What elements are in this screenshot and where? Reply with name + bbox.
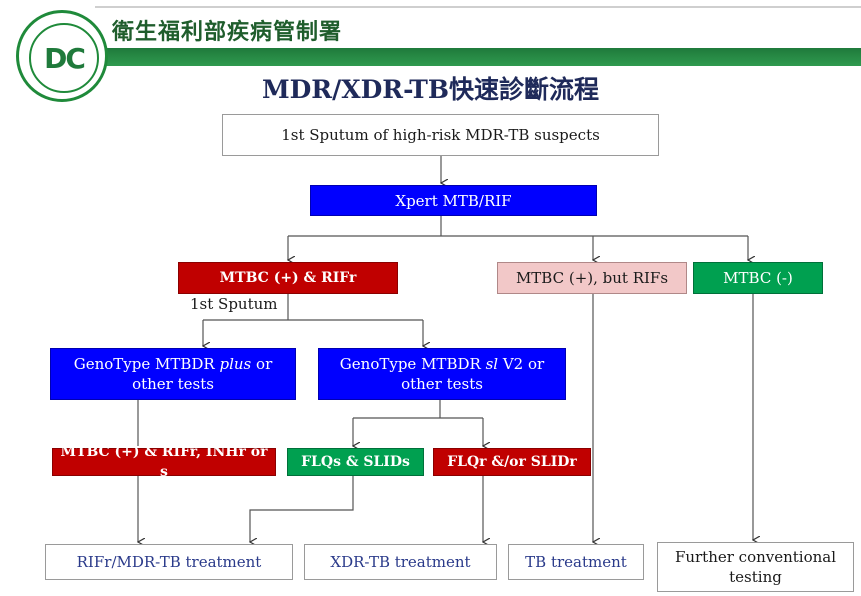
node-mdr-treatment: RIFr/MDR-TB treatment xyxy=(45,544,293,580)
node-genotype-plus-line2: other tests xyxy=(132,375,214,393)
node-further-line1: Further conventional xyxy=(674,548,837,566)
page-title: MDR/XDR-TB快速診斷流程 xyxy=(261,75,600,104)
node-flq-slid-resistant: FLQr &/or SLIDr xyxy=(433,448,591,476)
node-sputum-label: 1st Sputum of high-risk MDR-TB suspects xyxy=(281,126,600,144)
node-mtbc-rif-resistant: MTBC (+) & RIFr xyxy=(178,262,398,294)
header-green-bar xyxy=(95,48,861,66)
node-genotype-plus: GenoType MTBDR plus or other tests xyxy=(50,348,296,400)
node-genotype-plus-line1: GenoType MTBDR plus or xyxy=(74,354,273,374)
genotype-sl-text-b: V2 or xyxy=(502,355,545,373)
node-xpert: Xpert MTB/RIF xyxy=(310,185,597,216)
node-mtbc-negative-label: MTBC (-) xyxy=(723,269,793,287)
node-mtbc-rif-inh-label: MTBC (+) & RIFr, INHr or s xyxy=(60,444,268,480)
genotype-plus-text-a: GenoType MTBDR xyxy=(73,355,215,373)
genotype-plus-text-b: or xyxy=(256,355,273,373)
node-flq-slid-susceptible-label: FLQs & SLIDs xyxy=(301,454,410,470)
node-genotype-sl-line1: GenoType MTBDR sl V2 or xyxy=(340,354,544,374)
node-genotype-sl-line2: other tests xyxy=(401,375,483,393)
node-flq-slid-resistant-label: FLQr &/or SLIDr xyxy=(447,454,577,470)
node-sputum: 1st Sputum of high-risk MDR-TB suspects xyxy=(222,114,659,156)
node-genotype-sl: GenoType MTBDR sl V2 or other tests xyxy=(318,348,566,400)
node-further-testing: Further conventional testing xyxy=(657,542,854,592)
node-xdr-treatment: XDR-TB treatment xyxy=(304,544,497,580)
genotype-plus-italic: plus xyxy=(219,355,252,373)
cdc-logo-mark: DC xyxy=(44,41,86,75)
genotype-sl-text-a: GenoType MTBDR xyxy=(339,355,481,373)
node-flq-slid-susceptible: FLQs & SLIDs xyxy=(287,448,424,476)
node-mtbc-rif-susceptible-label: MTBC (+), but RIFs xyxy=(515,269,669,287)
node-mtbc-rif-inh: MTBC (+) & RIFr, INHr or s xyxy=(52,444,276,480)
genotype-sl-italic: sl xyxy=(485,355,499,373)
org-name: 衛生福利部疾病管制署 xyxy=(112,19,343,45)
cdc-logo-icon: DC xyxy=(29,23,99,93)
node-mtbc-negative: MTBC (-) xyxy=(693,262,823,294)
node-mtbc-rif-susceptible: MTBC (+), but RIFs xyxy=(497,262,687,294)
header-top-line xyxy=(95,6,861,8)
label-first-sputum: 1st Sputum xyxy=(190,295,278,313)
node-xdr-treatment-label: XDR-TB treatment xyxy=(330,553,471,571)
arrow-flqs-mdr xyxy=(250,476,354,542)
node-tb-treatment: TB treatment xyxy=(508,544,644,580)
node-tb-treatment-label: TB treatment xyxy=(525,553,627,571)
node-xpert-label: Xpert MTB/RIF xyxy=(395,191,512,210)
cdc-logo: DC xyxy=(16,10,108,102)
node-mdr-treatment-label: RIFr/MDR-TB treatment xyxy=(76,553,262,571)
node-further-line2: testing xyxy=(729,568,782,586)
node-mtbc-rif-resistant-label: MTBC (+) & RIFr xyxy=(219,270,357,286)
